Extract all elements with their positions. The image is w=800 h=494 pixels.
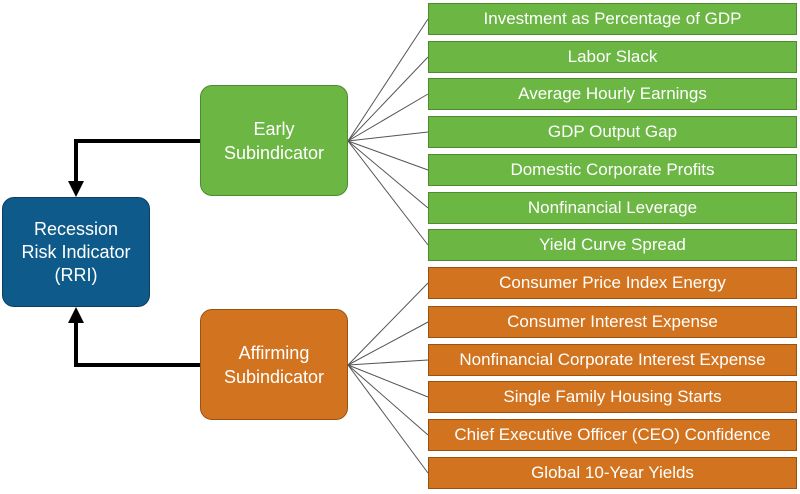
affirming-indicator-box: Chief Executive Officer (CEO) Confidence: [428, 419, 797, 451]
affirming-indicator-label: Single Family Housing Starts: [503, 387, 722, 406]
affirming-fan-line: [347, 364, 429, 436]
affirming-indicator-box: Single Family Housing Starts: [428, 381, 797, 413]
early-indicator-label: Yield Curve Spread: [539, 235, 686, 254]
early-subindicator-label: Early Subindicator: [223, 118, 325, 163]
early-fan-line: [347, 18, 429, 142]
affirming-subindicator-label: Affirming Subindicator: [223, 342, 325, 387]
early-indicator-label: Investment as Percentage of GDP: [483, 9, 742, 28]
early-indicator-box: Average Hourly Earnings: [428, 78, 797, 110]
affirming-fan-line: [347, 364, 429, 398]
affirming-indicator-label: Consumer Price Index Energy: [499, 273, 726, 292]
early-indicator-box: Labor Slack: [428, 41, 797, 73]
affirming-to-rri-arrow: [68, 307, 200, 367]
early-indicator-label: GDP Output Gap: [547, 122, 678, 141]
affirming-fan-line: [347, 359, 429, 366]
early-indicator-box: Domestic Corporate Profits: [428, 154, 797, 186]
early-indicator-box: Nonfinancial Leverage: [428, 192, 797, 224]
affirming-indicator-box: Consumer Interest Expense: [428, 306, 797, 338]
affirming-fan-line: [347, 364, 429, 474]
early-to-rri-arrow: [68, 139, 200, 197]
early-indicator-box: Investment as Percentage of GDP: [428, 3, 797, 35]
rri-label: Recession Risk Indicator (RRI): [21, 218, 131, 285]
rri-box: Recession Risk Indicator (RRI): [2, 197, 150, 307]
early-fan-line: [347, 131, 429, 142]
early-indicator-label: Nonfinancial Leverage: [527, 198, 698, 217]
affirming-indicator-box: Consumer Price Index Energy: [428, 267, 797, 299]
early-fan-line: [347, 93, 429, 142]
affirming-indicator-label: Chief Executive Officer (CEO) Confidence: [454, 425, 771, 444]
affirming-fan-line: [347, 321, 429, 366]
early-subindicator-box: Early Subindicator: [200, 85, 348, 196]
early-fan-line: [347, 140, 429, 171]
early-indicator-box: GDP Output Gap: [428, 116, 797, 148]
early-indicator-label: Average Hourly Earnings: [518, 84, 707, 103]
affirming-indicator-box: Nonfinancial Corporate Interest Expense: [428, 344, 797, 376]
early-fan-line: [347, 140, 429, 209]
affirming-indicator-label: Nonfinancial Corporate Interest Expense: [459, 350, 766, 369]
affirming-fan-line: [347, 282, 429, 366]
early-fan-line: [347, 140, 429, 246]
affirming-indicator-box: Global 10-Year Yields: [428, 457, 797, 489]
affirming-indicator-label: Consumer Interest Expense: [507, 312, 718, 331]
early-indicator-box: Yield Curve Spread: [428, 229, 797, 261]
early-indicator-label: Domestic Corporate Profits: [510, 160, 715, 179]
affirming-indicator-label: Global 10-Year Yields: [531, 463, 694, 482]
early-indicator-label: Labor Slack: [567, 47, 658, 66]
early-fan-line: [347, 56, 429, 142]
affirming-subindicator-box: Affirming Subindicator: [200, 309, 348, 420]
